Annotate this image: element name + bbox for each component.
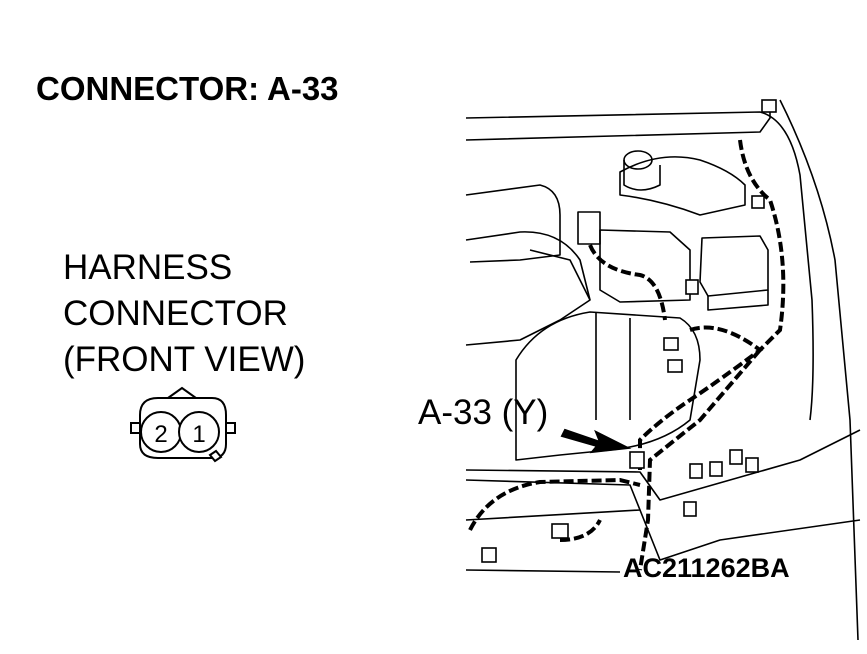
hood-edge — [465, 111, 814, 421]
harness-wire-5 — [468, 477, 641, 531]
relay-box — [699, 235, 769, 297]
connector-notch — [208, 449, 223, 463]
relay-box-side — [707, 290, 769, 311]
connector-key-right — [225, 422, 236, 434]
air-box-ribs — [595, 312, 631, 420]
figure-id: AC211262BA — [623, 553, 790, 583]
connector-lower-2 — [709, 461, 723, 477]
pin-2-label: 2 — [154, 421, 167, 448]
harness-wire-3 — [638, 325, 764, 470]
radiator-support — [465, 479, 641, 521]
connector-hood-side — [751, 195, 765, 209]
harness-wire-1 — [588, 244, 667, 321]
front-frame — [465, 429, 861, 501]
harness-label-line2: CONNECTOR — [63, 294, 288, 333]
connector-latch — [164, 386, 200, 399]
fuse-connector — [577, 211, 601, 245]
air-cleaner-box — [515, 311, 701, 461]
battery — [599, 229, 691, 303]
pin-1-label: 1 — [192, 421, 205, 448]
connector-relay — [685, 279, 699, 295]
harness-label-line1: HARNESS — [63, 248, 233, 287]
connector-bottom-mid — [551, 523, 569, 539]
harness-label-line3: (FRONT VIEW) — [63, 340, 306, 379]
connector-lower-4 — [745, 457, 759, 473]
connector-pin-1 — [178, 411, 220, 453]
connector-lower-1 — [689, 463, 703, 479]
connector-key-left — [130, 422, 141, 434]
connector-a33 — [629, 451, 645, 469]
bumper-line — [639, 509, 861, 561]
harness-wire-6 — [559, 519, 602, 542]
harness-wire-2 — [738, 139, 786, 352]
connector-left-b — [667, 359, 683, 373]
connector-title: CONNECTOR: A-33 — [36, 70, 339, 107]
connector-left-a — [663, 337, 679, 351]
intake-edge — [529, 249, 591, 301]
connector-bottom-left — [481, 547, 497, 563]
connector-lower-5 — [683, 501, 697, 517]
connector-top-right — [761, 99, 777, 113]
intake-manifold — [465, 231, 591, 346]
harness-wire-4 — [638, 348, 762, 571]
strut-tower — [619, 156, 746, 216]
cowl-line — [465, 110, 771, 141]
harness-connector-label: HARNESS CONNECTOR (FRONT VIEW) — [63, 245, 305, 383]
connector-lower-3 — [729, 449, 743, 465]
reservoir-body — [623, 160, 661, 191]
lower-edge — [465, 569, 621, 573]
callout-arrow — [560, 428, 632, 454]
engine-cover — [465, 184, 561, 263]
fender-edge — [779, 99, 859, 641]
callout-label: A-33 (Y) — [418, 393, 549, 432]
